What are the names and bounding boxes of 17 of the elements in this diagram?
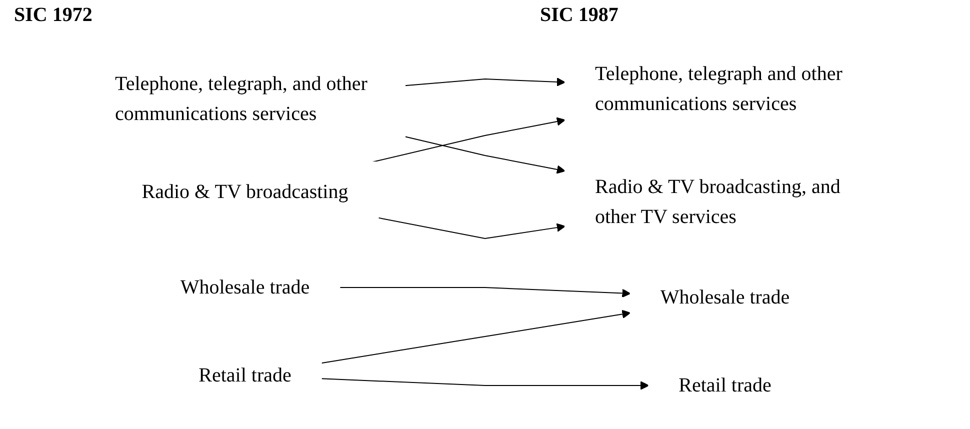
node-text: Retail trade (198, 364, 292, 387)
node-text: Radio & TV broadcasting, and other TV services (595, 176, 840, 228)
arrow (404, 78, 566, 87)
column-heading: SIC 1987 (540, 4, 618, 27)
arrow (320, 310, 631, 364)
node-text: Retail trade (678, 374, 772, 397)
arrow (378, 218, 566, 240)
node-text: Telephone, telegraph and other communications services (595, 63, 842, 116)
node-text: Telephone, telegraph, and other communications services (115, 73, 368, 126)
arrow (404, 136, 566, 174)
node-text: Wholesale trade (660, 286, 790, 309)
column-heading: SIC 1972 (14, 4, 92, 27)
node-text: Wholesale trade (180, 276, 310, 299)
arrow (339, 287, 631, 298)
node-text: Radio & TV broadcasting (142, 181, 348, 204)
arrow (320, 378, 650, 390)
arrow (372, 117, 566, 163)
